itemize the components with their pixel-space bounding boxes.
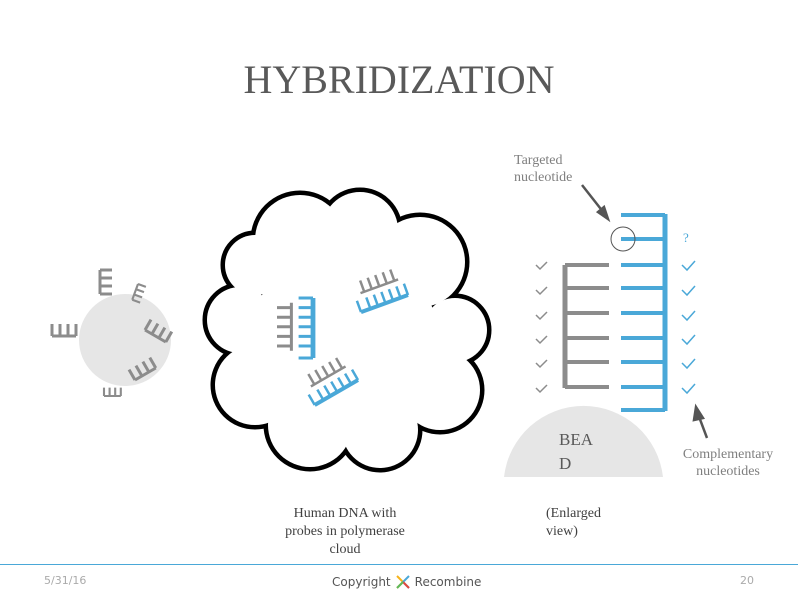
caption-right-line-1: (Enlarged: [546, 506, 601, 521]
bead-line-1: BEA: [559, 430, 593, 449]
arrow-icons: [581, 184, 709, 439]
target-circle: [610, 226, 636, 252]
copyright-text: Copyright: [332, 575, 391, 589]
gray-check-icons: [535, 261, 548, 394]
bead: [504, 405, 663, 477]
footer-copyright: Copyright Recombine: [332, 574, 481, 590]
recombine-logo-icon: [395, 575, 410, 589]
blue-check-icons: [681, 260, 696, 395]
targeted-line-1: Targeted: [514, 153, 563, 168]
caption-right: (Enlarged view): [546, 505, 601, 541]
complementary-line-1: Complementary: [682, 447, 774, 462]
targeted-line-2: nucleotide: [514, 170, 573, 185]
slide-title: HYBRIDIZATION: [243, 57, 555, 102]
footer-divider: [0, 564, 798, 565]
question-mark: ?: [683, 230, 689, 245]
caption-right-line-2: view): [546, 524, 578, 539]
page-number: 20: [740, 574, 754, 587]
targeted-label: Targeted nucleotide: [514, 152, 572, 186]
complementary-label: Complementary nucleotides: [670, 446, 786, 480]
caption-left-line-3: cloud: [329, 542, 361, 557]
caption-left-line-2: probes in polymerase: [285, 524, 405, 539]
enlarged-view: [504, 184, 709, 477]
bead-label: BEA D: [559, 428, 593, 476]
footer-date: 5/31/16: [44, 574, 87, 587]
caption-left-line-1: Human DNA with: [293, 506, 397, 521]
caption-left: Human DNA with probes in polymerase clou…: [270, 505, 420, 559]
bead-with-probes: [50, 268, 174, 398]
brand-text: Recombine: [414, 575, 482, 589]
complementary-line-2: nucleotides: [696, 464, 760, 479]
polymerase-cloud: [202, 187, 492, 473]
bead-line-2: D: [559, 454, 572, 473]
